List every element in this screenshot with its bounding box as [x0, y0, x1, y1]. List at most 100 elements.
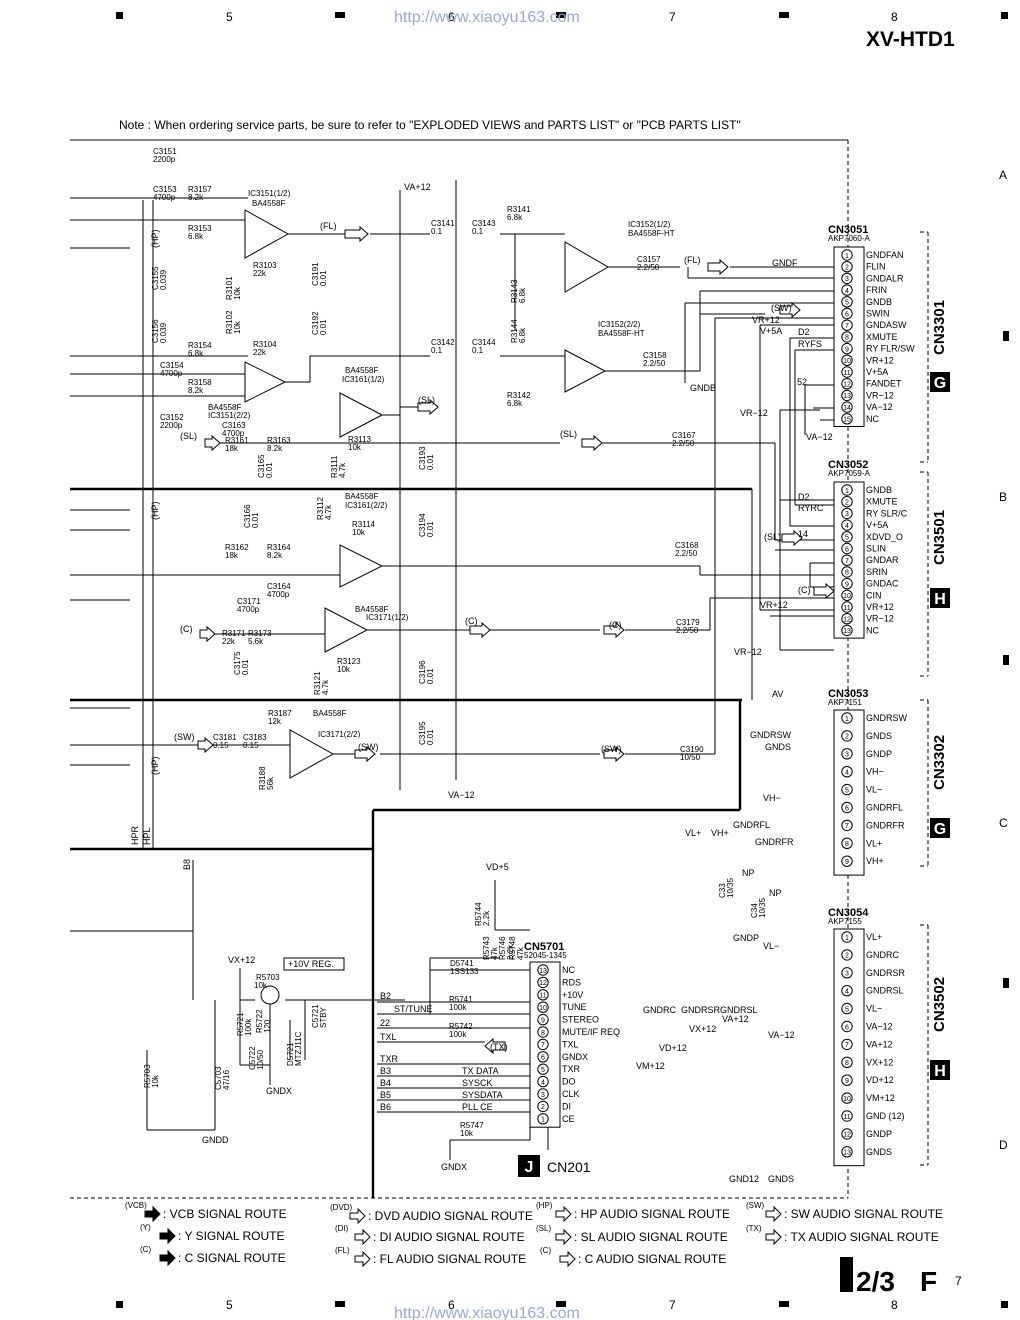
pin-name: GNDRSW [866, 713, 908, 723]
pin-name: VM+12 [866, 1093, 895, 1103]
component-ref: C3151 [153, 147, 177, 156]
pin-number: 13 [843, 628, 851, 635]
pin-name: GNDS [866, 731, 892, 741]
pin-number: 8 [845, 841, 849, 848]
component-value: 8.2k [188, 193, 204, 202]
pin-number: 7 [541, 1042, 545, 1049]
component-value: 10/50 [256, 1049, 265, 1070]
component-value: 1SS133 [450, 967, 479, 976]
vrm12-label-1: VR−12 [740, 408, 768, 418]
vh-minus-label: VH− [763, 793, 781, 803]
watermark-url-top[interactable]: http://www.xiaoyu163.com [394, 9, 580, 26]
grid-number-5: 5 [226, 10, 233, 24]
ic3161-2-ref: IC3161(2/2) [345, 501, 388, 510]
av-label: AV [772, 689, 783, 699]
pin-name: SLIN [866, 544, 886, 554]
pin-name: TXR [562, 1064, 581, 1074]
net-label: B5 [380, 1090, 391, 1100]
legend-label: : Y SIGNAL ROUTE [178, 1229, 284, 1243]
input-lines: HPR HPL B8 (HP) (HP) (HP) [70, 197, 752, 1000]
pin-name: STEREO [562, 1015, 599, 1025]
pin-name: GNDB [866, 297, 892, 307]
component-ref: R3114 [352, 520, 376, 529]
hollow-arrow-icon [555, 1228, 572, 1246]
component-value: 10/35 [758, 897, 767, 918]
legend-label: : FL AUDIO SIGNAL ROUTE [373, 1252, 526, 1266]
sheet-fraction: 2/3 [856, 1266, 895, 1297]
component-value: 2.2/50 [676, 626, 699, 635]
component-ref: R5747 [460, 1121, 484, 1130]
page-number: 7 [955, 1274, 962, 1288]
regulator-section: R5703 10k [146, 968, 405, 1131]
pin-number: 1 [845, 716, 849, 723]
component-value: 0.01 [251, 512, 260, 528]
row-letter-a: A [999, 168, 1007, 182]
n14-label: 14 [798, 529, 808, 539]
component-ref: R3161 [225, 436, 249, 445]
net-label: B6 [380, 1102, 391, 1112]
legend-label: : SW AUDIO SIGNAL ROUTE [784, 1207, 943, 1221]
sig-c-3: (C) [609, 620, 622, 630]
power-rails: VA+12 VA−12 AV [371, 180, 783, 1198]
component-value: 0.01 [426, 454, 435, 470]
pin-name: GNDS [866, 1147, 892, 1157]
hpr-label: HPR [130, 825, 140, 845]
pin-name: V+5A [866, 520, 888, 530]
component-ref: C3196 [418, 660, 427, 684]
component-value: 100k [449, 1030, 467, 1039]
gndd-label: GNDD [202, 1135, 229, 1145]
frame [70, 139, 929, 1199]
board-letter: G [934, 375, 946, 392]
component-ref: C3168 [675, 541, 699, 550]
component-ref: R3102 [225, 310, 234, 334]
pin-name: GNDRC [866, 950, 899, 960]
component-ref: R3121 [313, 671, 322, 695]
pin-number: 10 [843, 358, 851, 365]
sig-sw-4: (SW) [771, 303, 792, 313]
vam12-label-2: VA−12 [768, 1030, 795, 1040]
component-value: 2.2/50 [643, 359, 666, 368]
reg-label: +10V REG. [288, 959, 334, 969]
watermark-url-bottom[interactable]: http://www.xiaoyu163.com [394, 1305, 580, 1320]
sheet-part: F [920, 1266, 937, 1297]
pin-number: 2 [845, 953, 849, 960]
opamp-ic3161-1: BA4558F IC3161(1/2) [339, 366, 385, 438]
component-value: 2.2k [506, 944, 515, 960]
component-ref: R5742 [449, 1022, 473, 1031]
grid-number-7-bottom: 7 [669, 1298, 676, 1312]
component-ref: R3144 [510, 319, 519, 343]
component-value: 0.01 [241, 659, 250, 675]
sig-c-2: (C) [465, 616, 478, 626]
component-ref: R3153 [188, 224, 212, 233]
component-ref: R3154 [188, 341, 212, 350]
gnds-label: GNDS [765, 742, 791, 752]
component-value: 2.2k [482, 910, 491, 926]
component-ref: R3173 [248, 629, 272, 638]
component-value: 6.8k [188, 349, 204, 358]
component-value: 0.039 [159, 322, 168, 343]
signal-label: SYSDATA [462, 1090, 503, 1100]
component-value: 2.2/50 [672, 439, 695, 448]
